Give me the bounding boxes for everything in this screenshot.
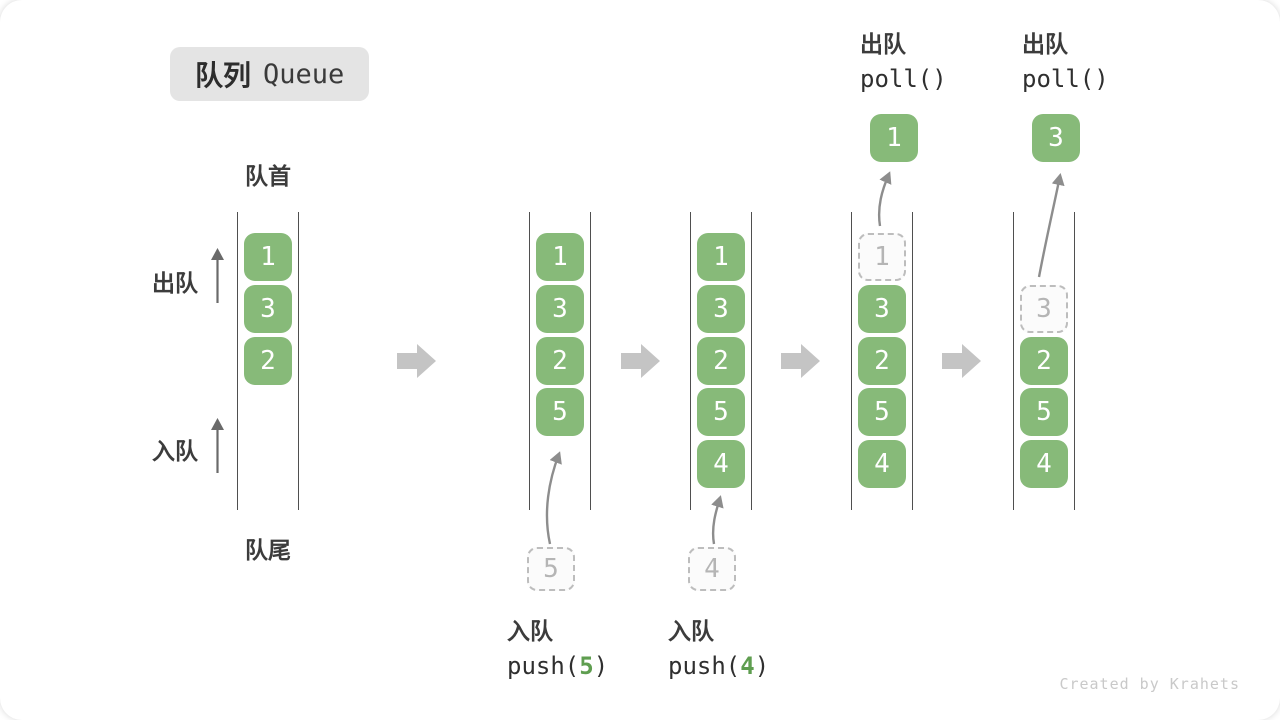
op-code-arg: 4 (740, 652, 755, 680)
op-code: push(4) (668, 652, 769, 680)
outgoing-element: 3 (1032, 114, 1080, 162)
op-name: 出队 (860, 31, 906, 57)
queue-element-solid: 3 (697, 285, 745, 333)
queue-element-solid: 2 (244, 337, 292, 385)
dequeue-op-label: 出队 poll() (860, 31, 947, 93)
queue-element-solid: 2 (536, 337, 584, 385)
queue-element-solid: 5 (1020, 388, 1068, 436)
enqueue-direction-label: 入队 (152, 438, 198, 464)
queue-track (851, 212, 913, 510)
op-code-post: ) (754, 652, 770, 680)
op-name: 入队 (507, 618, 553, 644)
transition-arrow-icon (942, 344, 981, 378)
queue-element-solid: 2 (697, 337, 745, 385)
title-badge: 队列 Queue (170, 47, 370, 101)
op-name: 出队 (1022, 31, 1068, 57)
queue-element-solid: 4 (1020, 440, 1068, 488)
queue-element-solid: 1 (697, 233, 745, 281)
queue-element-solid: 5 (858, 388, 906, 436)
queue-element-solid: 2 (858, 337, 906, 385)
op-code-pre: poll() (1022, 65, 1109, 93)
op-name: 入队 (668, 618, 714, 644)
title-en: Queue (263, 58, 345, 90)
transition-arrow-icon (781, 344, 820, 378)
queue-element-solid: 5 (536, 388, 584, 436)
incoming-element: 4 (688, 547, 736, 591)
queue-track (690, 212, 752, 510)
op-code-pre: poll() (860, 65, 947, 93)
op-code: push(5) (507, 652, 608, 680)
enqueue-op-label: 入队 push(4) (668, 618, 769, 680)
op-code-arg: 5 (579, 652, 594, 680)
queue-element-solid: 2 (1020, 337, 1068, 385)
queue-element-solid: 3 (244, 285, 292, 333)
queue-element-ghost: 3 (1020, 285, 1068, 333)
queue-track (237, 212, 299, 510)
op-code: poll() (860, 65, 947, 93)
op-code: poll() (1022, 65, 1109, 93)
op-code-post: ) (593, 652, 609, 680)
watermark: Created by Krahets (1059, 675, 1240, 693)
queue-element-solid: 3 (536, 285, 584, 333)
transition-arrow-icon (621, 344, 660, 378)
enqueue-op-label: 入队 push(5) (507, 618, 608, 680)
queue-element-solid: 4 (697, 440, 745, 488)
transition-arrow-icon (397, 344, 436, 378)
dequeue-op-label: 出队 poll() (1022, 31, 1109, 93)
queue-element-solid: 4 (858, 440, 906, 488)
title-zh: 队列 (195, 60, 252, 91)
queue-track (1013, 212, 1075, 510)
queue-track (529, 212, 591, 510)
queue-element-solid: 1 (244, 233, 292, 281)
queue-rear-label: 队尾 (245, 537, 291, 563)
queue-element-ghost: 1 (858, 233, 906, 281)
queue-element-solid: 5 (697, 388, 745, 436)
dequeue-direction-label: 出队 (152, 270, 198, 296)
op-code-pre: push( (668, 652, 741, 680)
queue-element-solid: 1 (536, 233, 584, 281)
queue-element-solid: 3 (858, 285, 906, 333)
queue-front-label: 队首 (245, 163, 291, 189)
incoming-element: 5 (527, 547, 575, 591)
op-code-pre: push( (507, 652, 580, 680)
outgoing-element: 1 (870, 114, 918, 162)
